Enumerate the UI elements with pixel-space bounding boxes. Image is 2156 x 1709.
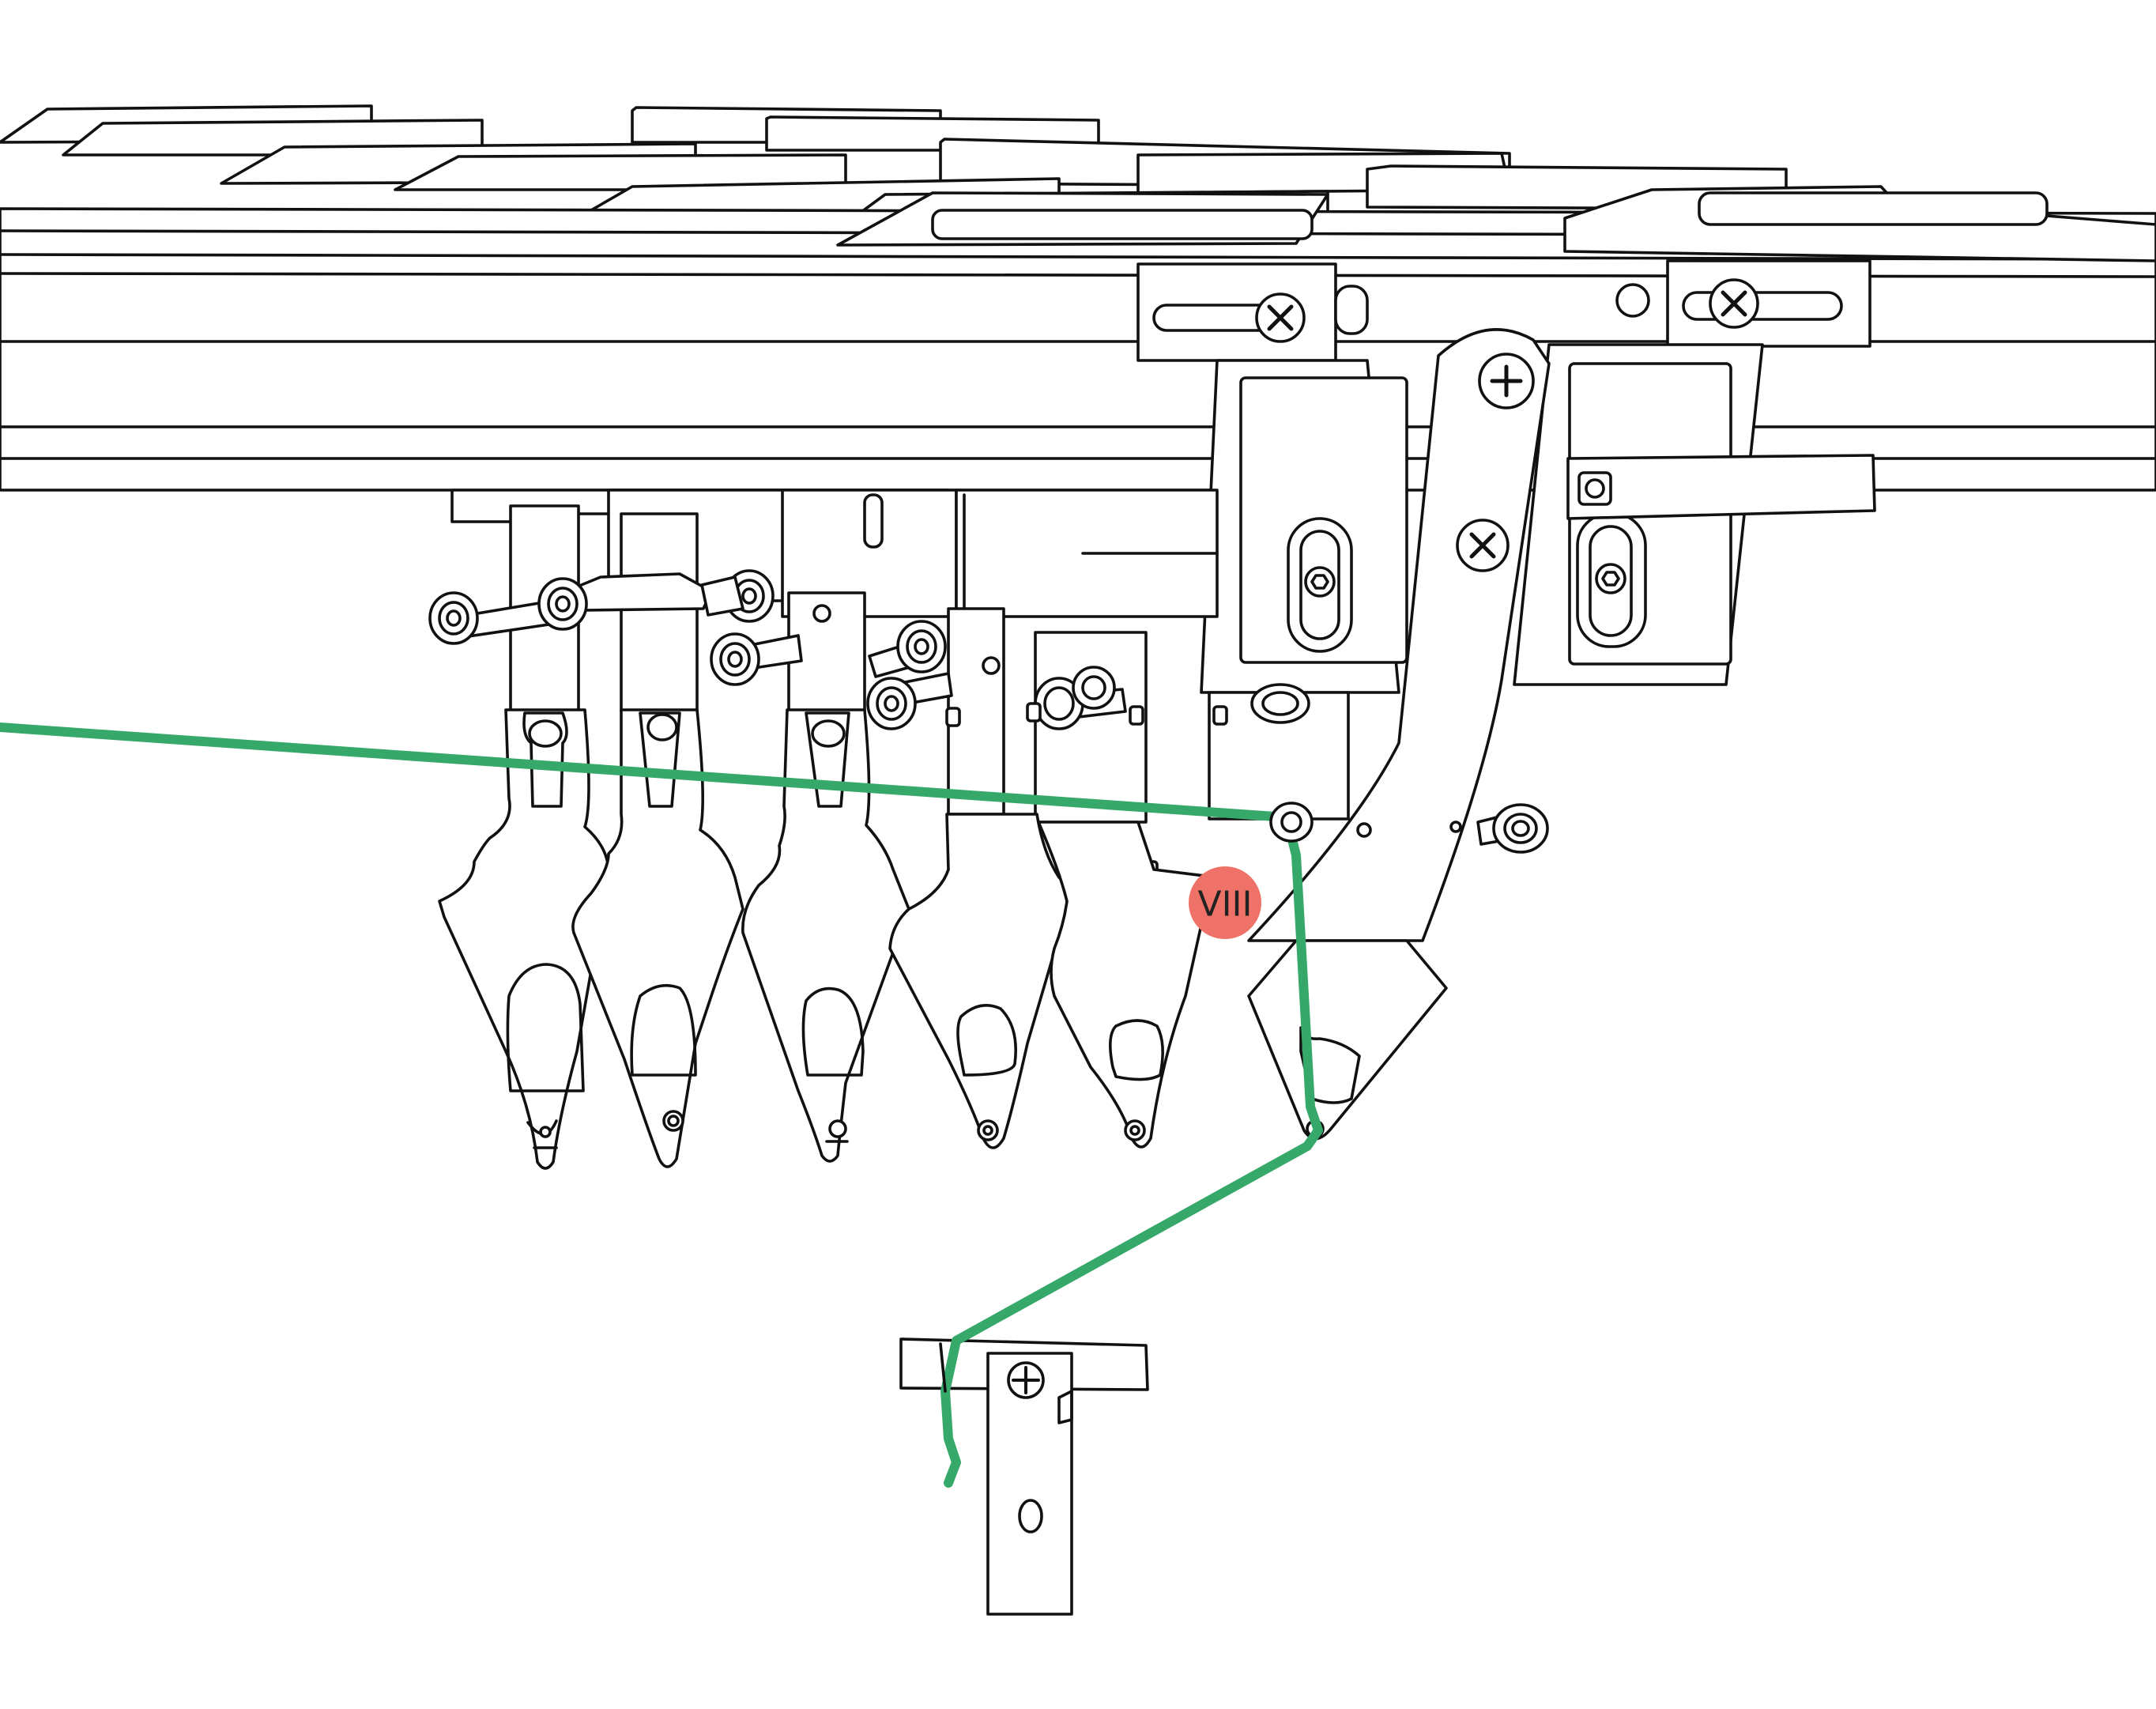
thread-line (0, 722, 1323, 1488)
thread-path (0, 722, 1323, 1488)
take-up-arm (1247, 328, 1551, 942)
step-callout: VIII (1189, 866, 1261, 939)
hex-screw-icon (1304, 566, 1336, 598)
plus-screw-icon (1478, 353, 1535, 409)
x-screw-icon (1456, 519, 1510, 572)
clamp-ferrules (428, 569, 1310, 730)
thread-guide-finger (571, 708, 744, 1168)
thread-guide-fingers (438, 708, 1448, 1170)
thread-guide-finger (741, 708, 910, 1163)
lower-thread-bracket (899, 1337, 1149, 1616)
thread-guide-finger (888, 813, 1072, 1149)
x-screw-icon (1255, 292, 1306, 343)
mounting-plates (1136, 259, 1876, 694)
callout-badge (1189, 866, 1261, 939)
plus-screw-icon (1007, 1361, 1045, 1399)
hex-screw-icon (1595, 563, 1626, 594)
callout-label: VIII (1197, 885, 1252, 925)
thread-guide-finger (438, 708, 610, 1170)
thread-guide-finger (1247, 939, 1448, 1141)
x-screw-icon (1709, 278, 1759, 329)
needle-bar-group (428, 489, 1350, 881)
thread-guide-finger (1037, 821, 1219, 1149)
